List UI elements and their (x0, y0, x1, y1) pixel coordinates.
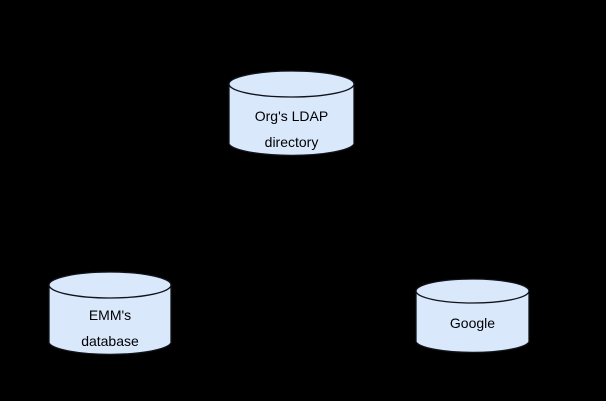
node-emms-database[interactable]: EMM's database (48, 271, 172, 357)
node-google[interactable]: Google (415, 278, 530, 355)
cylinder-icon (228, 70, 355, 157)
cylinder-icon (415, 278, 530, 354)
cylinder-icon (48, 271, 172, 355)
node-orgs-ldap-directory[interactable]: Org's LDAP directory (228, 70, 355, 158)
